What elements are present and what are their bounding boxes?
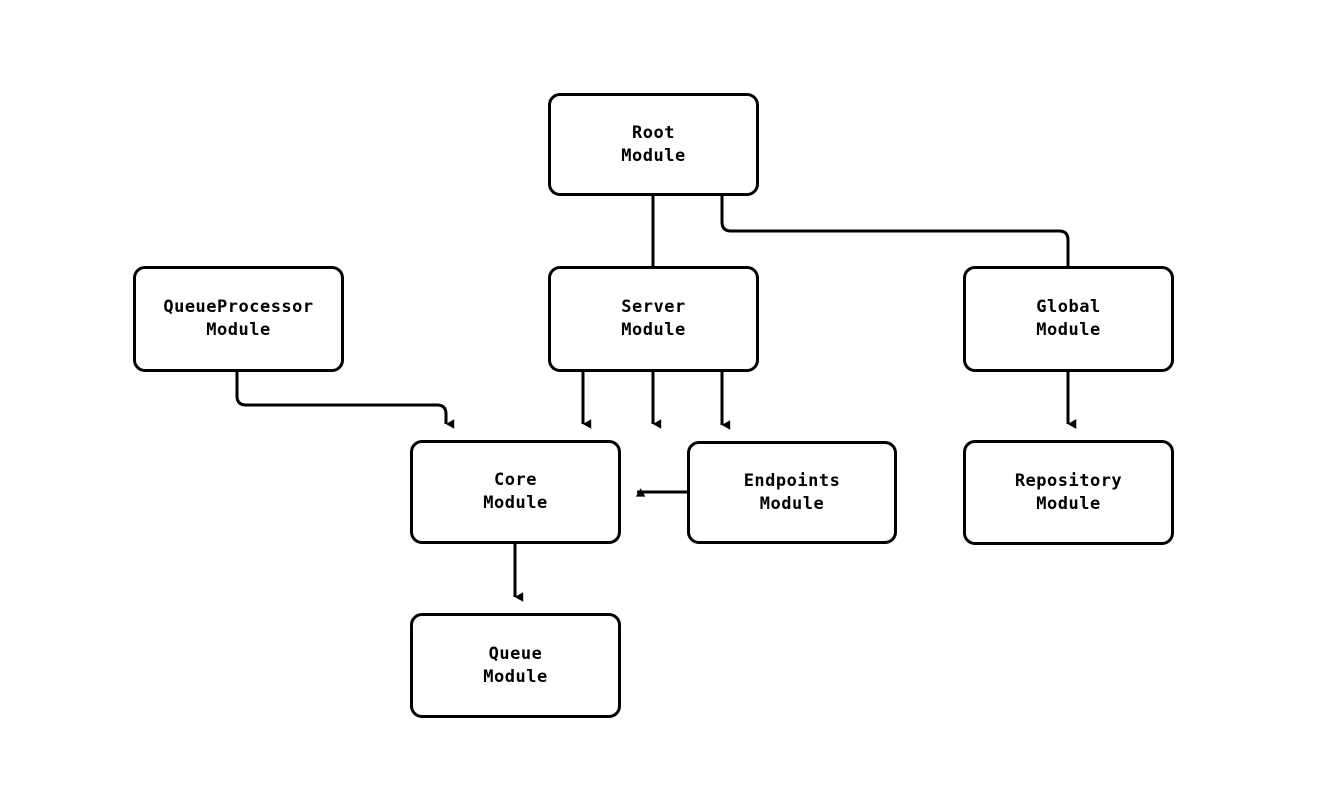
node-queueprocessor-module[interactable]: QueueProcessor Module: [133, 266, 344, 372]
node-root-module-label: Root Module: [621, 122, 686, 166]
node-endpoints-module-label: Endpoints Module: [743, 470, 841, 514]
node-global-module[interactable]: Global Module: [963, 266, 1174, 372]
node-server-module[interactable]: Server Module: [548, 266, 759, 372]
node-queueprocessor-module-label: QueueProcessor Module: [163, 297, 314, 340]
node-core-module-label: Core Module: [483, 470, 548, 513]
node-repository-module[interactable]: Repository Module: [963, 440, 1174, 545]
edge-queueprocessor-core: [235, 372, 455, 429]
node-queue-module[interactable]: Queue Module: [410, 613, 621, 718]
node-endpoints-module[interactable]: Endpoints Module: [687, 441, 897, 544]
node-repository-module-label: Repository Module: [1014, 470, 1123, 514]
node-root-module[interactable]: Root Module: [548, 93, 759, 196]
node-server-module-label: Server Module: [621, 297, 686, 340]
node-global-module-label: Global Module: [1036, 297, 1101, 340]
node-queue-module-label: Queue Module: [483, 643, 548, 687]
node-core-module[interactable]: Core Module: [410, 440, 621, 544]
